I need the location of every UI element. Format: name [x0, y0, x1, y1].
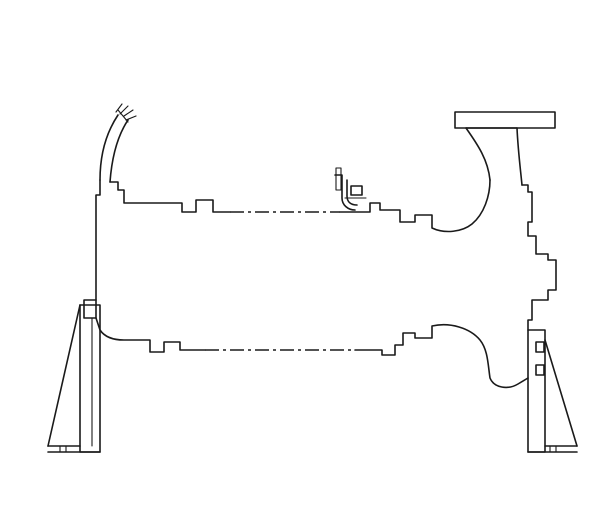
small-pipe-connection	[334, 167, 367, 211]
vent-pipe	[99, 103, 137, 183]
right-support-bracket	[527, 329, 578, 453]
outlet-nozzle	[465, 127, 523, 186]
inlet-flange	[454, 111, 556, 129]
casing-lower-outline	[95, 317, 529, 389]
casing-upper-outline	[95, 179, 491, 301]
left-support-bracket	[47, 299, 101, 453]
casing-right-end	[521, 184, 557, 331]
